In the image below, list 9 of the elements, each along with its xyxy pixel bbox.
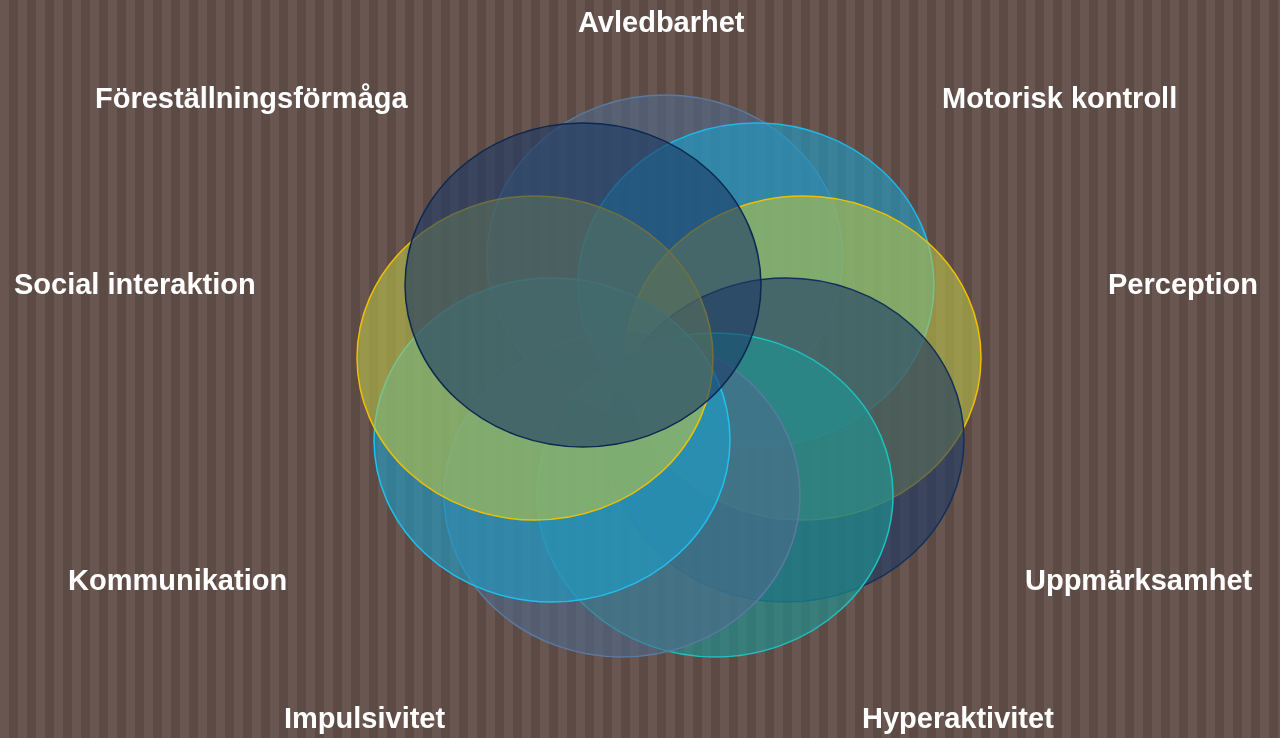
category-label: Föreställningsförmåga [95, 82, 408, 115]
category-label: Perception [1108, 268, 1258, 301]
category-label: Avledbarhet [578, 6, 745, 39]
category-label: Social interaktion [14, 268, 256, 301]
category-label: Hyperaktivitet [862, 702, 1054, 735]
category-label: Uppmärksamhet [1025, 564, 1253, 597]
category-label: Impulsivitet [284, 702, 446, 735]
category-label: Motorisk kontroll [942, 82, 1178, 115]
category-label: Kommunikation [68, 564, 288, 597]
